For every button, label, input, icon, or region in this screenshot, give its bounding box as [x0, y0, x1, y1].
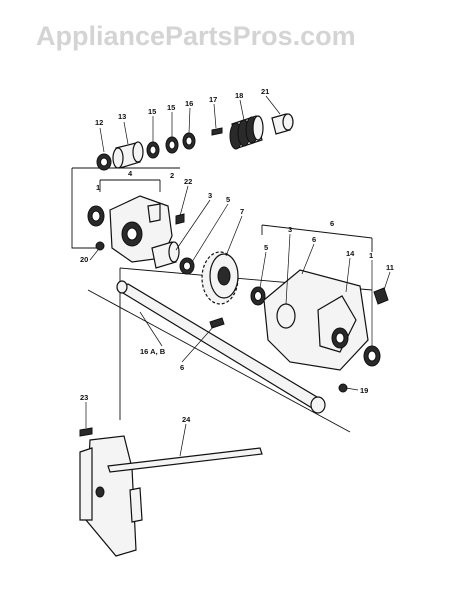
part-19-screw	[338, 383, 348, 393]
callout-11: 11	[386, 263, 394, 272]
part-3-bushing-left	[151, 241, 180, 269]
callout-14: 14	[346, 249, 355, 258]
part-2-left-housing	[109, 195, 173, 263]
part-23-pin	[79, 427, 93, 437]
callout-3-right: 3	[288, 225, 292, 234]
callout-21: 21	[261, 87, 269, 96]
part-21-bearing	[271, 113, 294, 135]
part-13-bushing	[112, 141, 144, 169]
part-14-right-housing	[263, 269, 369, 371]
callout-16ab: 16 A, B	[140, 347, 166, 356]
callout-6-mid: 6	[312, 235, 316, 244]
part-11-bolt	[373, 287, 389, 305]
callout-5-right: 5	[264, 243, 268, 252]
callout-24: 24	[182, 415, 191, 424]
part-7-spur-gear	[201, 251, 239, 305]
callout-15: 15	[148, 107, 156, 116]
part-1-seal-left	[87, 205, 105, 227]
callout-17: 17	[209, 95, 217, 104]
part-24-bracket-shaft	[79, 435, 263, 557]
watermark-text: AppliancePartsPros.com	[36, 21, 356, 51]
part-15-washer	[146, 141, 160, 159]
callout-15b: 15	[167, 103, 175, 112]
callout-6-top: 6	[330, 219, 334, 228]
callout-labels: 12 13 15 15 16 17 18 21 4 2 1 22 3 5 7 5…	[80, 87, 394, 424]
part-15-washer-b	[165, 136, 179, 154]
callout-20: 20	[80, 255, 88, 264]
part-1-seal-right	[363, 345, 381, 367]
leader-lines	[85, 95, 391, 457]
callout-12: 12	[95, 118, 103, 127]
callout-6-shaft: 6	[180, 363, 184, 372]
callout-13: 13	[118, 112, 126, 121]
callout-5-left: 5	[226, 195, 230, 204]
part-5-spacer-right	[250, 286, 266, 306]
callout-16: 16	[185, 99, 193, 108]
part-22-fitting	[175, 213, 185, 225]
callout-22: 22	[184, 177, 192, 186]
part-20-screw	[95, 241, 105, 251]
callout-19: 19	[360, 386, 368, 395]
part-17-key	[211, 127, 223, 136]
part-12-seal	[96, 153, 112, 171]
callout-18: 18	[235, 91, 243, 100]
callout-23: 23	[80, 393, 88, 402]
part-18-worm-gear	[229, 115, 264, 150]
callout-1-right: 1	[369, 251, 373, 260]
part-16ab-axle-shaft	[116, 280, 326, 414]
callout-1-left: 1	[96, 183, 100, 192]
callout-7: 7	[240, 207, 244, 216]
callout-4: 4	[128, 169, 133, 178]
part-6-key	[209, 317, 225, 329]
part-5-spacer-left	[179, 257, 195, 275]
callout-3-left: 3	[208, 191, 212, 200]
part-16-washer	[182, 132, 196, 150]
callout-2: 2	[170, 171, 174, 180]
